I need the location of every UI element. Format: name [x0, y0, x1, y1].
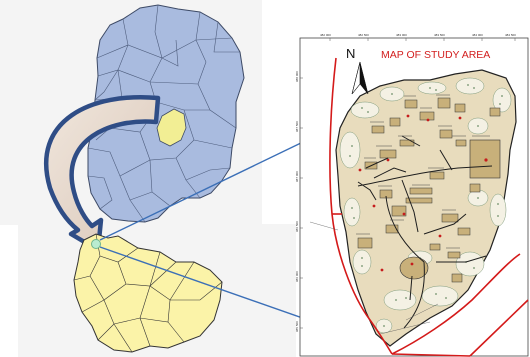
state-map: [73, 233, 223, 353]
study-area-map: 482 000 482 500 483 000 483 500 484 000 …: [295, 33, 529, 357]
coord-left-3: 987 000: [295, 171, 299, 182]
map-annotation-lines: [309, 221, 439, 335]
highlighted-state: [156, 108, 187, 147]
coord-top-2: 482 500: [358, 33, 369, 37]
coordinate-ticks-top: 482 000 482 500 483 000 483 500 484 000 …: [320, 33, 516, 37]
site-markers: [358, 114, 488, 272]
north-arrow: N: [346, 46, 369, 95]
nigeria-state-borders: [87, 4, 240, 223]
coord-left-2: 987 500: [295, 121, 299, 132]
coord-left-1: 988 000: [295, 71, 299, 82]
coordinate-ticks-left: 988 000 987 500 987 000 986 500 986 000 …: [295, 71, 299, 332]
coord-top-3: 483 000: [396, 33, 407, 37]
vegetation-dots: [349, 84, 503, 327]
coord-top-5: 484 000: [472, 33, 483, 37]
coord-left-4: 986 500: [295, 221, 299, 232]
coord-left-5: 986 000: [295, 271, 299, 282]
coord-top-4: 483 500: [434, 33, 445, 37]
main-bowl: [399, 256, 429, 280]
study-location-marker: [91, 239, 101, 249]
map-title: MAP OF STUDY AREA: [381, 49, 490, 61]
coord-left-6: 985 500: [295, 321, 299, 332]
building-label-marks: [356, 94, 490, 249]
state-lga-borders: [73, 233, 223, 353]
campus-roads: [357, 135, 493, 329]
coord-top-6: 484 500: [505, 33, 516, 37]
coord-top-1: 482 000: [320, 33, 331, 37]
boundary-roads: [329, 57, 529, 357]
nigeria-map: [87, 4, 245, 223]
north-label: N: [346, 46, 355, 61]
tick-marks: [300, 38, 516, 329]
